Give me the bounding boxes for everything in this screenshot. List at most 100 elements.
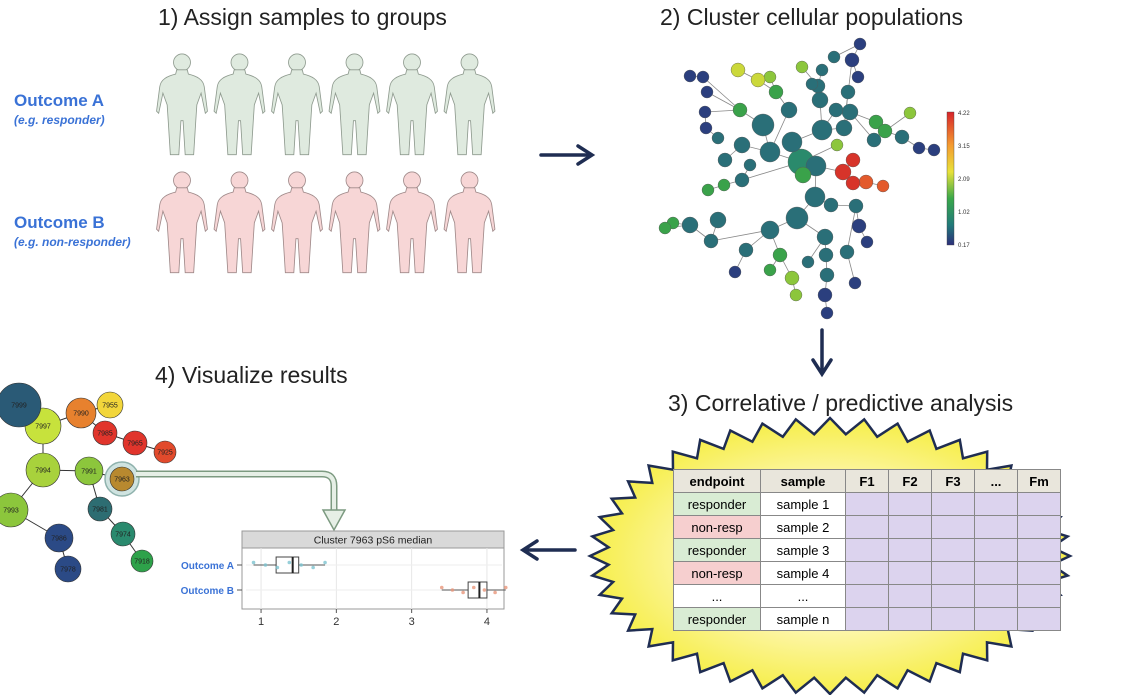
cluster-tree xyxy=(658,37,941,320)
feature-cell xyxy=(1017,492,1061,516)
feature-cell xyxy=(931,492,975,516)
tree-node-label: 7997 xyxy=(35,424,51,431)
table-header-cell: endpoint xyxy=(673,469,761,493)
outcome-b-person-6 xyxy=(443,171,496,274)
y-category-label: Outcome B xyxy=(181,586,234,597)
cluster-node xyxy=(795,60,809,74)
feature-cell xyxy=(1017,561,1061,585)
data-point xyxy=(471,585,476,590)
feature-cell xyxy=(888,607,932,631)
outcome-b-person-4 xyxy=(328,171,381,274)
outcome-a-subtitle: (e.g. responder) xyxy=(14,113,105,127)
table-header-cell: F1 xyxy=(845,469,889,493)
step4-title: 4) Visualize results xyxy=(155,362,348,388)
cluster-node xyxy=(732,102,748,118)
colorbar: 4.22 3.15 2.09 1.02 0.17 xyxy=(946,111,970,249)
data-point xyxy=(323,560,327,565)
cluster-node xyxy=(805,77,819,91)
tree-node-7925: 7925 xyxy=(153,440,177,464)
cluster-node xyxy=(927,143,941,157)
feature-cell xyxy=(974,515,1018,539)
colorbar-tick-2: 2.09 xyxy=(958,177,970,183)
tree-node-7963: 7963 xyxy=(109,466,135,492)
feature-cell xyxy=(888,561,932,585)
table-header-cell: F2 xyxy=(888,469,932,493)
arrow-step1-to-step2 xyxy=(539,144,596,166)
outcome-a-people xyxy=(156,53,496,156)
cluster-node xyxy=(811,91,829,109)
feature-cell xyxy=(974,584,1018,608)
cluster-node xyxy=(816,228,834,246)
feature-cell xyxy=(845,515,889,539)
cluster-node xyxy=(830,138,844,152)
cluster-node xyxy=(700,85,714,99)
cluster-node xyxy=(730,62,746,78)
x-tick-label: 4 xyxy=(484,616,490,628)
tree-node-label: 7925 xyxy=(157,450,173,457)
cluster-node xyxy=(801,255,815,269)
cluster-node xyxy=(805,155,827,177)
x-tick-label: 2 xyxy=(333,616,339,628)
table-row: ...... xyxy=(673,584,1061,608)
cluster-node xyxy=(866,132,882,148)
cluster-node xyxy=(853,37,867,51)
cluster-node xyxy=(751,113,775,137)
cluster-node xyxy=(828,102,844,118)
feature-cell xyxy=(1017,538,1061,562)
data-point xyxy=(482,588,487,592)
tree-edge xyxy=(710,229,771,242)
outcome-b-person-5 xyxy=(386,171,438,274)
cluster-node xyxy=(768,84,784,100)
tree-node-7991: 7991 xyxy=(74,456,104,486)
flow-arrows xyxy=(519,144,833,561)
tree-edge xyxy=(702,76,741,111)
cluster-node xyxy=(780,101,798,119)
tree-node-label: 7963 xyxy=(114,477,130,484)
tree-node-label: 7981 xyxy=(92,507,108,514)
tree-node-7955: 7955 xyxy=(96,391,124,419)
cluster-node xyxy=(759,141,781,163)
feature-cell xyxy=(931,584,975,608)
feature-cell xyxy=(974,538,1018,562)
feature-cell xyxy=(1017,515,1061,539)
tree-node-label: 7974 xyxy=(115,532,131,539)
cluster-node xyxy=(698,105,712,119)
tree-node-label: 7955 xyxy=(102,403,118,410)
outcome-b-title: Outcome B xyxy=(14,213,105,232)
cluster-node xyxy=(903,106,917,120)
arrow-step3-to-step4 xyxy=(519,539,577,561)
tree-node-7978: 7978 xyxy=(54,555,82,583)
outcome-b-subtitle: (e.g. non-responder) xyxy=(14,235,131,249)
cluster-node xyxy=(699,121,713,135)
tree-node-label: 7985 xyxy=(97,431,113,438)
cluster-node xyxy=(841,103,859,121)
feature-cell xyxy=(845,561,889,585)
chart-title: Cluster 7963 pS6 median xyxy=(314,535,433,547)
feature-cell xyxy=(845,492,889,516)
cluster-node xyxy=(848,198,864,214)
cluster-node xyxy=(868,114,884,130)
table-header-cell: sample xyxy=(760,469,846,493)
cluster-node xyxy=(750,72,766,88)
cluster-node xyxy=(772,247,788,263)
data-point xyxy=(287,560,292,565)
outcome-b-person-1 xyxy=(156,171,208,274)
cluster-node xyxy=(834,163,852,181)
sample-cell: ... xyxy=(760,584,846,608)
endpoint-cell: non-resp xyxy=(673,515,761,539)
cluster-node xyxy=(819,267,835,283)
data-point xyxy=(450,588,455,592)
cluster-node xyxy=(912,141,926,155)
tree-node-label: 7999 xyxy=(11,403,27,410)
outcome-b-people xyxy=(156,171,496,274)
cluster-node xyxy=(701,183,715,197)
cluster-node xyxy=(839,244,855,260)
outcome-a-person-4 xyxy=(328,53,381,156)
colorbar-tick-1: 3.15 xyxy=(958,144,970,150)
colorbar-tick-0: 4.22 xyxy=(958,111,970,117)
